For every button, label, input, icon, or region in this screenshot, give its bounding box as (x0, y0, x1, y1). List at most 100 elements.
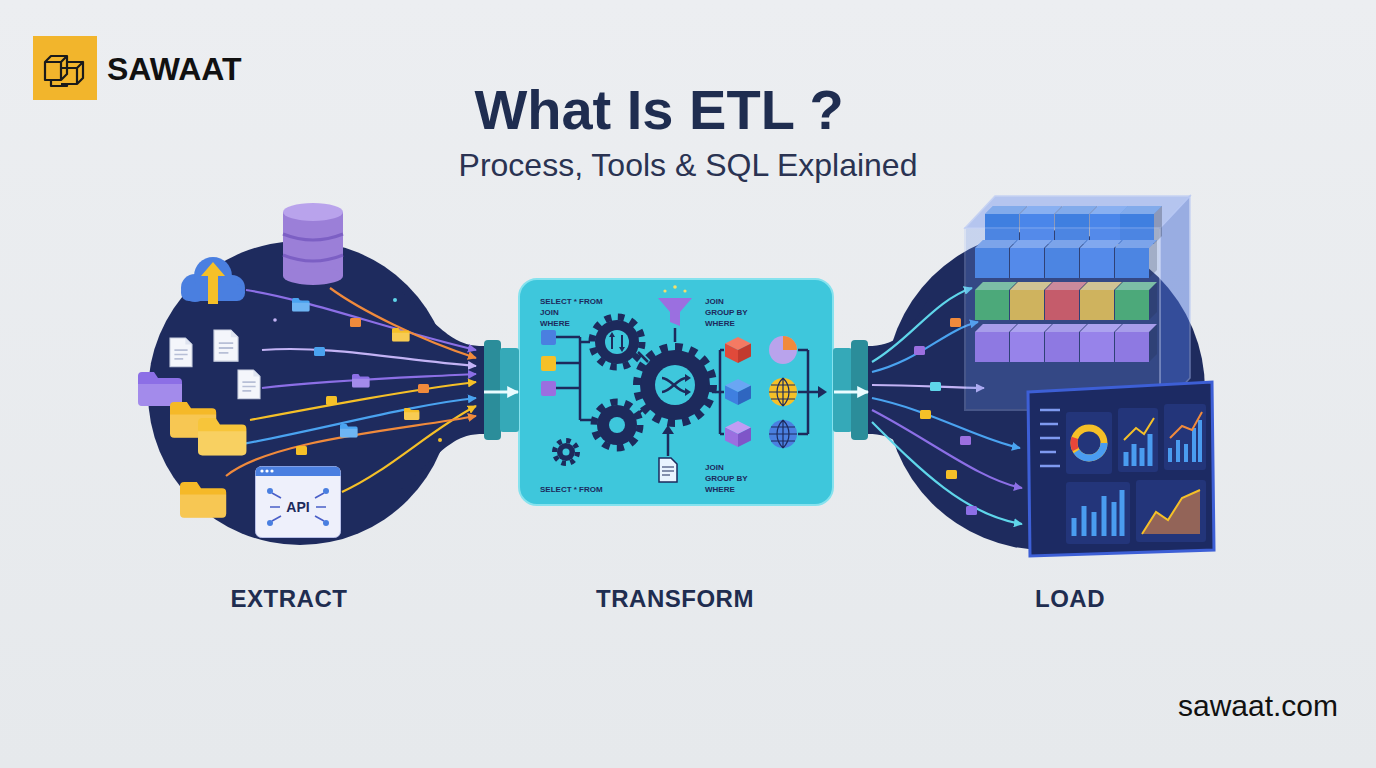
transform-machinery (605, 330, 629, 354)
subtitle: Process, Tools & SQL Explained (459, 146, 918, 184)
node-outline (518, 278, 834, 506)
dashboard-screen (1142, 490, 1200, 534)
transform-machinery (609, 332, 615, 337)
api-network-icon (323, 488, 329, 494)
data-packets (914, 346, 925, 355)
window-dot (265, 469, 268, 472)
transform-machinery (658, 298, 692, 326)
load-streams (872, 422, 1022, 524)
data-packets (292, 298, 310, 312)
source-streams (246, 290, 476, 350)
data-packets (930, 382, 941, 391)
transform-machinery (725, 428, 738, 448)
page-title-slot: What Is ETL ? (474, 76, 843, 143)
extract-stage: EXTRACTAPI (148, 228, 484, 552)
transform-machinery (609, 417, 625, 433)
window-dot (270, 469, 273, 472)
cloud-upload-icon (181, 257, 245, 304)
transform-machinery (725, 337, 751, 363)
data-warehouse-cube (1160, 196, 1190, 410)
data-packets (946, 470, 957, 479)
pipe-neck (868, 296, 930, 486)
pipe-coupling (484, 340, 501, 440)
logo-mark (45, 56, 83, 86)
transform-machinery (541, 381, 556, 396)
files-and-folders (238, 370, 260, 399)
data-packets (393, 298, 397, 302)
panel-frame (519, 279, 833, 505)
source-streams (226, 416, 476, 476)
sql-keyword: WHERE (705, 319, 735, 329)
sql-keyword-slot: JOIN (705, 456, 724, 474)
sql-keyword: WHERE (705, 485, 735, 495)
files-and-folders (138, 330, 260, 518)
dashboard-screen (1066, 482, 1130, 544)
website-url-slot: sawaat.com (1178, 688, 1338, 724)
api-label-slot: API (255, 476, 341, 538)
transform-machinery (769, 378, 797, 406)
transform-machinery (556, 328, 818, 456)
page-title: What Is ETL ? (474, 76, 843, 143)
pipe-coupling (484, 340, 868, 440)
node-outline (868, 196, 1218, 560)
stage-heading: EXTRACT (231, 585, 348, 614)
transform-machinery (594, 402, 640, 448)
load-streams (872, 322, 978, 372)
stage-heading-slot: EXTRACT (189, 585, 389, 614)
transform-machinery (725, 386, 738, 406)
transform-machinery (541, 285, 827, 482)
data-packets (350, 318, 361, 327)
dashboard-screen (1074, 490, 1122, 536)
dashboard-screen (1074, 428, 1104, 458)
dashboard-screen (1074, 428, 1104, 458)
transform-machinery (818, 386, 827, 398)
sql-keyword: JOIN (705, 463, 724, 473)
dashboard-screen (1040, 410, 1060, 466)
transform-machinery (725, 344, 738, 364)
files-and-folders (180, 482, 226, 518)
dashboard-screen (1028, 382, 1214, 556)
transform-machinery (555, 441, 578, 464)
dashboard-screen (1164, 404, 1206, 470)
files-and-folders (214, 330, 238, 361)
sql-keyword-slot: SELECT * FROM (540, 290, 603, 308)
transform-machinery (659, 458, 677, 482)
load-streams (872, 288, 972, 362)
api-label: API (286, 499, 309, 516)
transform-machinery (619, 347, 625, 352)
cloud-upload-icon (201, 262, 225, 304)
node-outline (148, 228, 484, 552)
window-dot (260, 469, 263, 472)
transform-machinery (738, 344, 751, 364)
dashboard-screen (1066, 412, 1112, 474)
database-icon (283, 203, 343, 285)
dashboard-screen (1170, 412, 1202, 438)
sql-keyword: JOIN (540, 308, 559, 318)
logo-mark (33, 36, 97, 100)
load-streams (872, 410, 1022, 488)
data-packets (920, 410, 931, 419)
database-icon (283, 267, 343, 285)
stage-blob (885, 230, 1205, 550)
flow-connector (834, 391, 868, 394)
api-network-icon (323, 520, 329, 526)
dashboard-screen (1028, 382, 1214, 556)
files-and-folders (138, 372, 182, 406)
logo-mark (61, 62, 83, 84)
data-packets (340, 424, 358, 438)
sql-keyword-slot: JOIN (705, 290, 724, 308)
data-warehouse-cube (965, 196, 1190, 410)
dashboard-screen (1118, 408, 1158, 472)
window-frame (256, 467, 341, 538)
window-titlebar (256, 467, 341, 477)
sql-keyword: GROUP BY (705, 474, 748, 484)
dashboard-screen (1142, 490, 1200, 534)
source-streams (262, 349, 476, 366)
sql-keyword: SELECT * FROM (540, 297, 603, 307)
website-url: sawaat.com (1178, 688, 1338, 724)
transform-machinery (685, 388, 691, 396)
dashboard-screen (1136, 480, 1206, 542)
database-icon (283, 203, 343, 221)
data-packets (273, 298, 442, 455)
sql-keyword: GROUP BY (705, 308, 748, 318)
